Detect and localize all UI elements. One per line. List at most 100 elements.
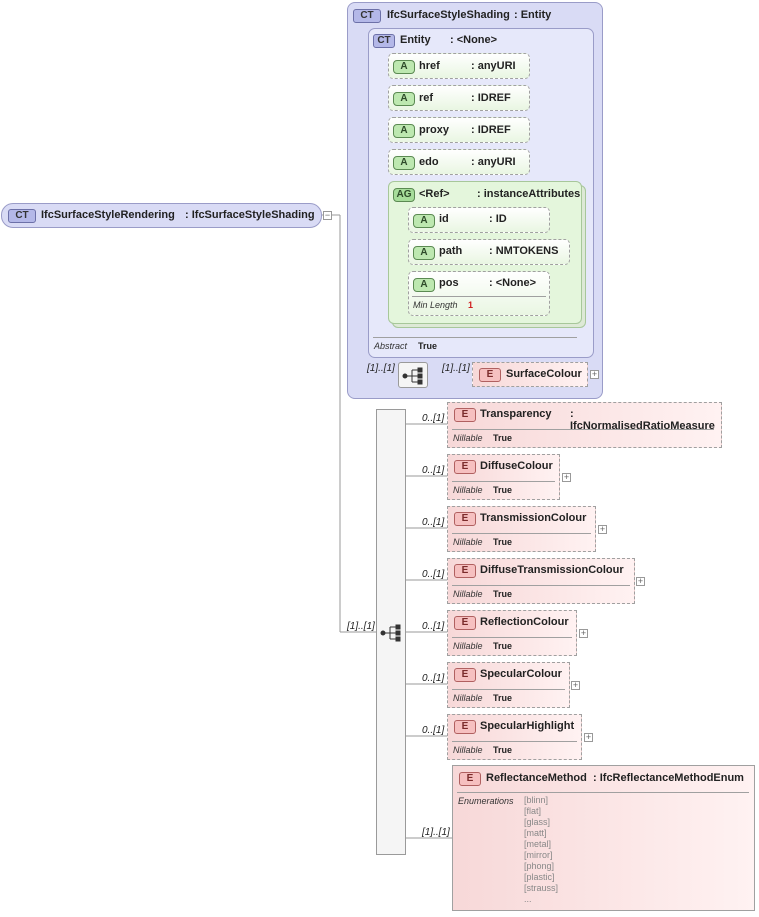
- attribute-type: : IDREF: [471, 92, 511, 104]
- nillable-value: True: [493, 537, 513, 547]
- element-surface-colour[interactable]: E SurfaceColour: [472, 362, 588, 387]
- enumeration-value: [matt]: [524, 828, 547, 838]
- nillable-label: Nillable: [453, 485, 483, 495]
- element-transparency[interactable]: E Transparency : IfcNormalisedRatioMeasu…: [447, 402, 722, 448]
- complex-type-badge: CT: [373, 34, 395, 48]
- attribute-badge: A: [413, 214, 435, 228]
- surface-colour-multiplicity: [1]..[1]: [442, 363, 470, 374]
- enumeration-value: ...: [524, 894, 532, 904]
- attribute-name: path: [439, 245, 463, 257]
- element-divider: [452, 585, 630, 586]
- element-multiplicity: 0..[1]: [422, 621, 445, 632]
- element-badge: E: [454, 720, 476, 734]
- element-transmission-colour[interactable]: E TransmissionColour Nillable True: [447, 506, 596, 552]
- element-name: SurfaceColour: [506, 368, 582, 380]
- attribute-badge: A: [393, 124, 415, 138]
- nillable-label: Nillable: [453, 641, 483, 651]
- element-diffuse-transmission-colour[interactable]: E DiffuseTransmissionColour Nillable Tru…: [447, 558, 635, 604]
- shading-sequence-compositor[interactable]: [398, 362, 428, 388]
- root-name: IfcSurfaceStyleRendering: [41, 209, 175, 221]
- attribute-ref[interactable]: A ref : IDREF: [388, 85, 530, 111]
- element-name: TransmissionColour: [480, 512, 587, 524]
- element-multiplicity: 0..[1]: [422, 569, 445, 580]
- element-reflection-colour[interactable]: E ReflectionColour Nillable True: [447, 610, 577, 656]
- element-divider: [452, 689, 565, 690]
- nillable-label: Nillable: [453, 745, 483, 755]
- element-badge: E: [454, 564, 476, 578]
- root-collapse-toggle[interactable]: −: [323, 211, 332, 220]
- attribute-badge: A: [393, 156, 415, 170]
- element-name: ReflectionColour: [480, 616, 569, 628]
- nillable-value: True: [493, 485, 513, 495]
- collapse-icon: −: [324, 210, 331, 220]
- element-multiplicity: 0..[1]: [422, 517, 445, 528]
- entity-type: : <None>: [450, 34, 498, 46]
- complex-type-badge: CT: [353, 9, 381, 23]
- enumeration-value: [flat]: [524, 806, 542, 816]
- attribute-badge: A: [393, 60, 415, 74]
- attribute-name: edo: [419, 156, 439, 168]
- reflection-colour-expand[interactable]: +: [579, 629, 588, 638]
- specular-colour-expand[interactable]: +: [571, 681, 580, 690]
- element-name: Transparency: [480, 408, 552, 420]
- element-specular-colour[interactable]: E SpecularColour Nillable True: [447, 662, 570, 708]
- transmission-colour-expand[interactable]: +: [598, 525, 607, 534]
- expand-icon: +: [563, 472, 570, 482]
- specular-highlight-expand[interactable]: +: [584, 733, 593, 742]
- nillable-label: Nillable: [453, 693, 483, 703]
- attribute-name: pos: [439, 277, 459, 289]
- element-divider: [452, 533, 591, 534]
- attribute-edo[interactable]: A edo : anyURI: [388, 149, 530, 175]
- element-multiplicity: 0..[1]: [422, 725, 445, 736]
- root-complex-type[interactable]: CT IfcSurfaceStyleRendering : IfcSurface…: [1, 203, 322, 228]
- expand-icon: +: [599, 524, 606, 534]
- sequence-icon: [402, 367, 423, 385]
- min-length-value: 1: [468, 300, 474, 310]
- attribute-proxy[interactable]: A proxy : IDREF: [388, 117, 530, 143]
- attribute-badge: A: [413, 246, 435, 260]
- attribute-href[interactable]: A href : anyURI: [388, 53, 530, 79]
- attribute-type: : NMTOKENS: [489, 245, 559, 257]
- abstract-label: Abstract: [374, 341, 408, 351]
- attribute-name: href: [419, 60, 440, 72]
- element-multiplicity: 0..[1]: [422, 413, 445, 424]
- nillable-value: True: [493, 693, 513, 703]
- surface-colour-expand[interactable]: +: [590, 370, 599, 379]
- attribute-group-name: <Ref>: [419, 188, 450, 200]
- element-badge: E: [459, 772, 481, 786]
- attribute-type: : IDREF: [471, 124, 511, 136]
- nillable-value: True: [493, 745, 513, 755]
- main-sequence-compositor[interactable]: [376, 409, 406, 855]
- attribute-badge: A: [413, 278, 435, 292]
- element-specular-highlight[interactable]: E SpecularHighlight Nillable True: [447, 714, 582, 760]
- attribute-name: id: [439, 213, 449, 225]
- element-type: : IfcReflectanceMethodEnum: [593, 772, 744, 784]
- attribute-group-badge: AG: [393, 188, 415, 202]
- diffuse-transmission-colour-expand[interactable]: +: [636, 577, 645, 586]
- attribute-pos[interactable]: A pos : <None> Min Length 1: [408, 271, 550, 316]
- attribute-type: : anyURI: [471, 156, 516, 168]
- element-reflectance-method[interactable]: E ReflectanceMethod : IfcReflectanceMeth…: [452, 765, 755, 911]
- element-name: SpecularColour: [480, 668, 562, 680]
- nillable-value: True: [493, 433, 513, 443]
- nillable-label: Nillable: [453, 433, 483, 443]
- enumeration-list: [blinn] [flat] [glass] [matt] [metal] [m…: [524, 795, 558, 905]
- enumeration-value: [phong]: [524, 861, 555, 871]
- element-name: ReflectanceMethod: [486, 772, 587, 784]
- attribute-group-type: : instanceAttributes: [477, 188, 581, 200]
- attribute-id[interactable]: A id : ID: [408, 207, 550, 233]
- abstract-value: True: [418, 341, 438, 351]
- element-diffuse-colour[interactable]: E DiffuseColour Nillable True: [447, 454, 560, 500]
- element-badge: E: [454, 668, 476, 682]
- element-name: SpecularHighlight: [480, 720, 575, 732]
- enumeration-value: [glass]: [524, 817, 551, 827]
- enumeration-value: [mirror]: [524, 850, 553, 860]
- expand-icon: +: [572, 680, 579, 690]
- attribute-path[interactable]: A path : NMTOKENS: [408, 239, 570, 265]
- enumerations-label: Enumerations: [458, 796, 514, 806]
- enumeration-value: [strauss]: [524, 883, 559, 893]
- attribute-name: proxy: [419, 124, 449, 136]
- diffuse-colour-expand[interactable]: +: [562, 473, 571, 482]
- element-multiplicity: 0..[1]: [422, 673, 445, 684]
- element-badge: E: [454, 616, 476, 630]
